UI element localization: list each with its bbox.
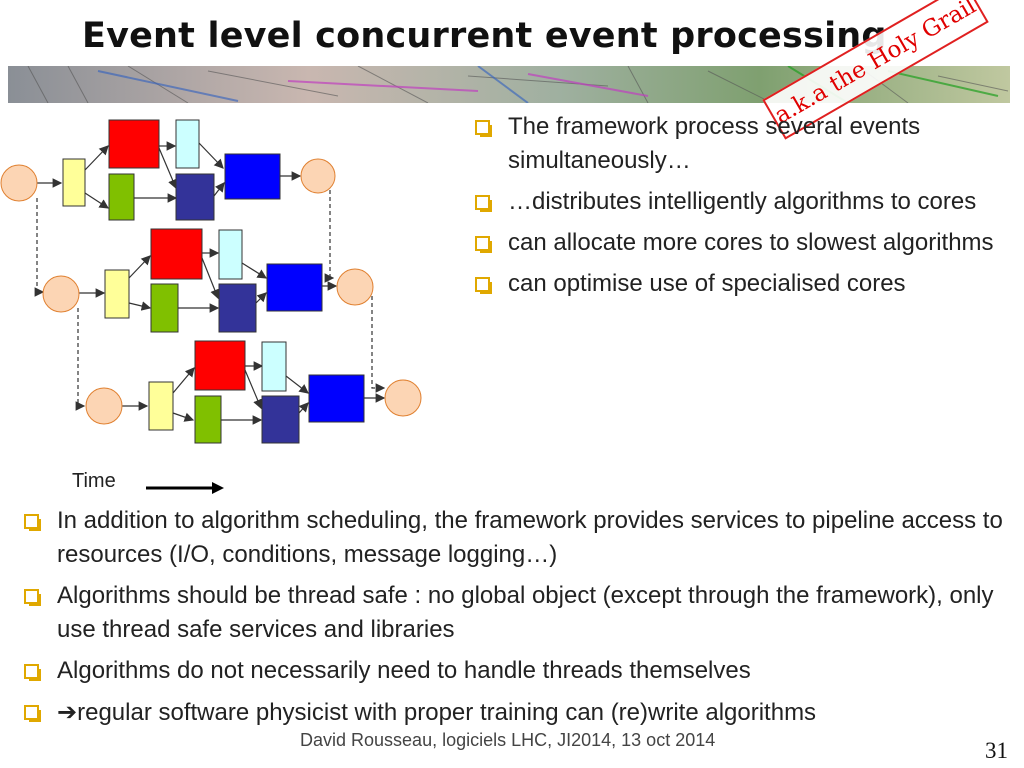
algo-red bbox=[150, 228, 203, 280]
algo-blue bbox=[308, 374, 365, 423]
algo-navy bbox=[261, 395, 300, 444]
list-item: can optimise use of specialised cores bbox=[471, 267, 1021, 301]
algo-navy bbox=[218, 283, 257, 333]
event-3-pipeline bbox=[85, 340, 422, 444]
time-label: Time bbox=[72, 470, 116, 492]
algo-green bbox=[150, 283, 179, 333]
bottom-bullet-list: In addition to algorithm scheduling, the… bbox=[20, 504, 1020, 730]
list-item: …distributes intelligently algorithms to… bbox=[471, 185, 1021, 219]
bullet-text: can optimise use of specialised cores bbox=[508, 270, 906, 297]
concurrent-event-diagram bbox=[0, 119, 422, 444]
event-end-node bbox=[300, 158, 336, 194]
checkbox-bullet-icon bbox=[475, 277, 492, 294]
time-arrow-icon bbox=[146, 482, 224, 494]
checkbox-bullet-icon bbox=[24, 664, 41, 681]
algo-yellow bbox=[62, 158, 86, 207]
checkbox-bullet-icon bbox=[475, 236, 492, 253]
algo-blue bbox=[224, 153, 281, 200]
bullet-text: Algorithms do not necessarily need to ha… bbox=[57, 657, 751, 684]
footer-text: David Rousseau, logiciels LHC, JI2014, 1… bbox=[300, 730, 716, 750]
event-2-pipeline bbox=[42, 228, 374, 333]
list-item: Algorithms should be thread safe : no gl… bbox=[20, 579, 1020, 647]
list-item: can allocate more cores to slowest algor… bbox=[471, 226, 1021, 260]
algo-green bbox=[108, 173, 135, 221]
list-item: In addition to algorithm scheduling, the… bbox=[20, 504, 1020, 572]
algo-cyan bbox=[175, 119, 200, 169]
event-start-node bbox=[42, 275, 80, 313]
event-dependency-arrows bbox=[34, 190, 386, 411]
bullet-text: Algorithms should be thread safe : no gl… bbox=[57, 582, 994, 643]
top-bullet-list: The framework process several events sim… bbox=[471, 110, 1021, 301]
algo-yellow bbox=[104, 269, 130, 319]
bullet-text: In addition to algorithm scheduling, the… bbox=[57, 507, 1003, 568]
bullet-text: regular software physicist with proper t… bbox=[77, 699, 817, 726]
bullet-text: The framework process several events sim… bbox=[508, 113, 921, 174]
algo-cyan bbox=[218, 229, 243, 280]
algo-blue bbox=[266, 263, 323, 312]
list-item: The framework process several events sim… bbox=[471, 110, 1021, 178]
checkbox-bullet-icon bbox=[24, 514, 41, 531]
checkbox-bullet-icon bbox=[24, 589, 41, 606]
list-item: Algorithms do not necessarily need to ha… bbox=[20, 654, 1020, 688]
event-start-node bbox=[0, 164, 38, 202]
algo-red bbox=[108, 119, 160, 169]
checkbox-bullet-icon bbox=[475, 120, 492, 137]
bullet-text: …distributes intelligently algorithms to… bbox=[508, 188, 977, 215]
checkbox-bullet-icon bbox=[475, 195, 492, 212]
event-end-node bbox=[336, 268, 374, 306]
page-number: 31 bbox=[985, 738, 1008, 763]
algo-yellow bbox=[148, 381, 174, 431]
algo-navy bbox=[175, 173, 215, 221]
algo-red bbox=[194, 340, 246, 391]
checkbox-bullet-icon bbox=[24, 705, 41, 722]
algo-cyan bbox=[261, 341, 287, 392]
event-start-node bbox=[85, 387, 123, 425]
bullet-text: can allocate more cores to slowest algor… bbox=[508, 229, 994, 256]
event-1-pipeline bbox=[0, 119, 336, 221]
slide-title: Event level concurrent event processing bbox=[82, 16, 887, 56]
right-arrow-icon: ➔ bbox=[57, 698, 78, 726]
algo-green bbox=[194, 395, 222, 444]
event-end-node bbox=[384, 379, 422, 417]
list-item: ➔regular software physicist with proper … bbox=[20, 695, 1020, 730]
